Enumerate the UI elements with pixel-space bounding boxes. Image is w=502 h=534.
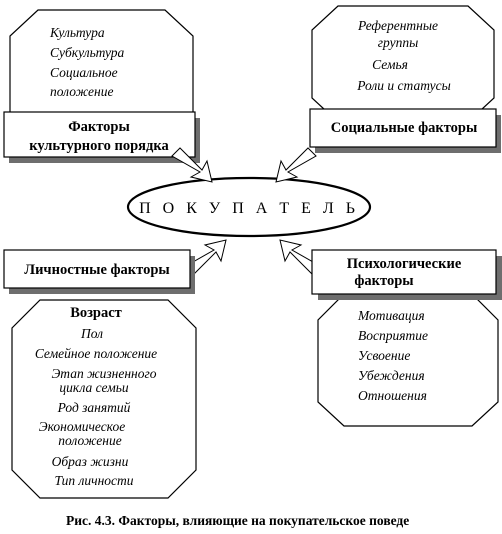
buyer-label: П О К У П А Т Е Л Ь: [139, 200, 359, 217]
social-factors-group: Референтные группы Семья Роли и статусы …: [309, 5, 501, 153]
psychological-header-box: [311, 249, 497, 295]
personal-item-age: Возраст: [70, 305, 122, 321]
arrow-personal-to-buyer: [185, 239, 227, 275]
personal-item-7: положение: [58, 433, 121, 448]
psychological-header-line2: факторы: [354, 273, 413, 289]
personal-item-1: Пол: [80, 326, 103, 341]
personal-item-4: цикла семьи: [59, 380, 128, 395]
cultural-item-4: положение: [50, 84, 113, 99]
buyer-ellipse: [126, 176, 372, 238]
personal-item-8: Образ жизни: [52, 454, 129, 469]
cultural-header-line2: культурного порядка: [29, 138, 169, 154]
figure-caption: Рис. 4.3. Факторы, влияющие на покупател…: [66, 513, 409, 528]
cultural-header-box: [3, 111, 196, 158]
psychological-item-1: Мотивация: [357, 308, 425, 323]
cultural-item-2: Субкультура: [50, 45, 125, 60]
psychological-item-4: Убеждения: [358, 368, 425, 383]
personal-factors-group: Личностные факторы Возраст Пол Семейное …: [3, 249, 197, 499]
arrow-cultural-to-buyer: [171, 147, 213, 183]
personal-item-3: Этап жизненного: [51, 366, 156, 381]
cultural-factors-group: Культура Субкультура Социальное положени…: [3, 9, 200, 163]
cultural-item-1: Культура: [49, 25, 105, 40]
psychological-factors-group: Психологические факторы Мотивация Воспри…: [311, 249, 502, 427]
social-header-box: [309, 108, 497, 148]
personal-item-2: Семейное положение: [35, 346, 157, 361]
social-item-2: группы: [378, 35, 418, 50]
psychological-item-2: Восприятие: [358, 328, 428, 343]
social-item-3: Семья: [372, 57, 408, 72]
personal-items-octagon: [11, 299, 197, 499]
cultural-item-3: Социальное: [50, 65, 118, 80]
buyer-center: П О К У П А Т Е Л Ь: [126, 176, 372, 238]
psychological-header-line1: Психологические: [347, 256, 462, 272]
psychological-item-5: Отношения: [358, 388, 427, 403]
personal-item-9: Тип личности: [54, 473, 133, 488]
social-item-4: Роли и статусы: [356, 78, 451, 93]
social-header-line1: Социальные факторы: [331, 120, 478, 136]
social-item-1: Референтные: [357, 18, 438, 33]
personal-item-6: Экономическое: [39, 419, 125, 434]
arrow-psychological-to-buyer: [279, 239, 321, 275]
personal-header-line1: Личностные факторы: [24, 262, 169, 278]
personal-item-5: Род занятий: [57, 400, 131, 415]
arrow-social-to-buyer: [275, 147, 317, 183]
psychological-items-octagon: [317, 293, 499, 427]
cultural-header-line1: Факторы: [68, 119, 130, 135]
personal-header-box: [3, 249, 191, 289]
psychological-item-3: Усвоение: [358, 348, 410, 363]
